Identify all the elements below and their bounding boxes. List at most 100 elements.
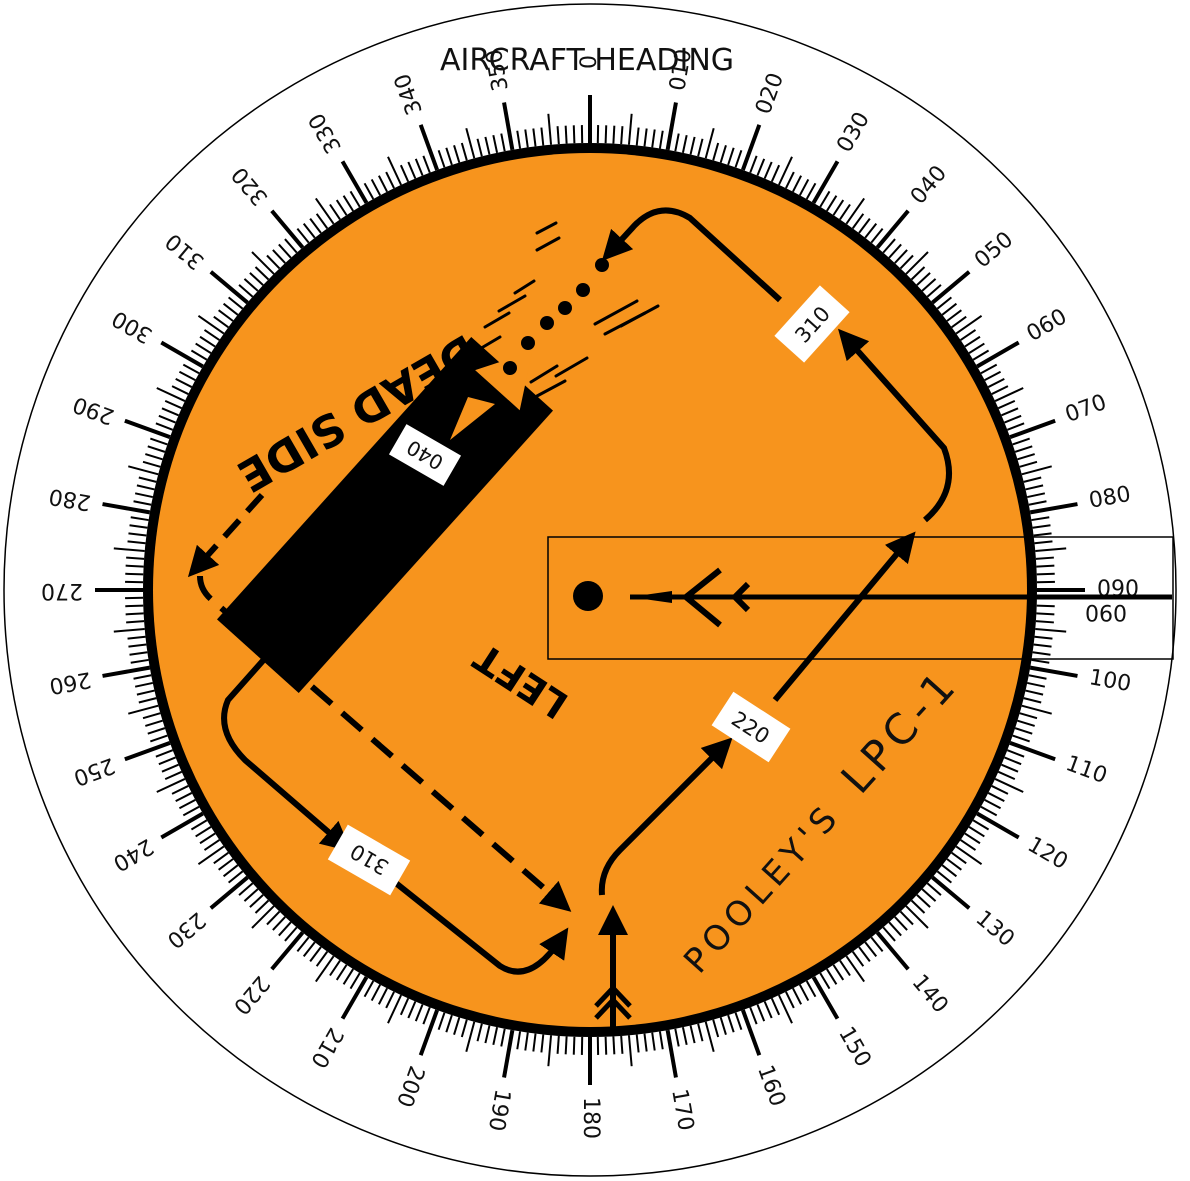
heading-tick — [681, 1027, 688, 1046]
heading-tick — [604, 1036, 608, 1055]
heading-tick — [792, 987, 802, 1005]
heading-tick — [899, 910, 914, 926]
heading-tick — [385, 991, 395, 1009]
heading-tick — [147, 445, 166, 453]
heading-tick — [951, 315, 967, 329]
heading-tick — [315, 197, 335, 225]
heading-tick — [882, 238, 896, 254]
heading-tick — [1035, 627, 1067, 633]
heading-tick — [1027, 681, 1046, 688]
heading-tick — [931, 270, 971, 305]
heading-tick — [370, 178, 382, 196]
heading-tick — [770, 997, 781, 1016]
heading-tick — [178, 798, 196, 810]
heading-tick — [635, 1034, 640, 1053]
heading-tick — [492, 1027, 499, 1046]
heading-tick — [160, 811, 204, 840]
heading-tick — [418, 124, 439, 171]
heading-tick — [385, 171, 395, 189]
heading-tick — [798, 984, 810, 1002]
heading-tick — [329, 203, 341, 220]
heading-tick — [254, 899, 270, 914]
heading-tick — [266, 254, 281, 270]
holding-box — [216, 337, 554, 693]
heading-tick — [547, 113, 553, 145]
heading-tick — [926, 284, 942, 298]
heading-tick — [195, 826, 212, 838]
heading-tick — [213, 851, 229, 865]
heading-tick — [113, 627, 145, 633]
heading-tick — [870, 227, 884, 244]
heading-tick — [540, 127, 545, 146]
heading-tick — [882, 926, 896, 942]
heading-tick — [129, 651, 148, 656]
heading-tick — [1036, 572, 1055, 576]
heading-tick — [136, 689, 155, 696]
heading-tick — [968, 342, 985, 354]
heading-tick — [704, 1021, 715, 1052]
heading-tick — [302, 222, 316, 239]
heading-tick — [227, 870, 244, 884]
heading-tick — [453, 1017, 461, 1035]
heading-label: 180 — [578, 1097, 603, 1139]
heading-tick — [147, 727, 166, 735]
heading-tick — [422, 1006, 431, 1025]
heading-tick — [460, 1019, 468, 1038]
heading-tick — [984, 798, 1002, 810]
heading-tick — [946, 309, 962, 322]
heading-tick — [128, 704, 159, 715]
heading-tick — [864, 941, 878, 958]
heading-tick — [1017, 453, 1035, 461]
heading-tick — [851, 951, 865, 967]
heading-tick — [142, 712, 161, 720]
heading-tick — [315, 951, 329, 967]
direct-heading-card: 220 — [711, 691, 791, 763]
heading-tick — [689, 1025, 696, 1044]
heading-tick — [894, 916, 908, 931]
heading-tick — [845, 955, 865, 983]
heading-tick — [946, 858, 962, 871]
heading-tick — [465, 128, 476, 159]
heading-tick — [156, 778, 186, 793]
heading-tick — [130, 658, 149, 664]
heading-tick — [227, 296, 244, 310]
heading-tick — [178, 370, 196, 382]
heading-tick — [1032, 524, 1051, 529]
direct-entry-path — [598, 207, 953, 1030]
heading-tick — [845, 197, 865, 225]
heading-tick — [778, 994, 793, 1024]
heading-tick — [875, 209, 910, 249]
heading-tick — [858, 218, 871, 234]
heading-tick — [199, 335, 216, 348]
heading-tick — [665, 102, 678, 151]
heading-tick — [414, 158, 424, 176]
heading-tick — [547, 1035, 553, 1067]
aircraft-slider[interactable]: 090 — [547, 536, 1174, 660]
heading-tick — [182, 805, 200, 817]
heading-tick — [627, 113, 633, 145]
pattern-dashes — [476, 221, 660, 398]
heading-tick — [926, 882, 942, 896]
heading-tick — [1012, 437, 1030, 446]
heading-tick — [921, 278, 937, 292]
heading-tick — [1031, 658, 1050, 664]
heading-tick — [134, 681, 153, 688]
heading-tick — [195, 342, 212, 354]
heading-tick — [378, 175, 388, 193]
heading-tick — [414, 1004, 424, 1022]
heading-tick — [960, 329, 977, 341]
heading-tick — [243, 888, 259, 902]
heading-tick — [251, 251, 275, 275]
heading-tick — [124, 741, 171, 762]
heading-tick — [839, 960, 851, 977]
heading-tick — [164, 770, 183, 781]
heading-tick — [113, 547, 145, 553]
heading-tick — [453, 145, 461, 163]
heading-tick — [136, 484, 155, 491]
heading-tick — [363, 182, 375, 200]
heading-tick — [991, 385, 1009, 395]
heading-tick — [161, 407, 179, 417]
heading-tick — [994, 387, 1024, 402]
heading-tick — [572, 125, 576, 144]
